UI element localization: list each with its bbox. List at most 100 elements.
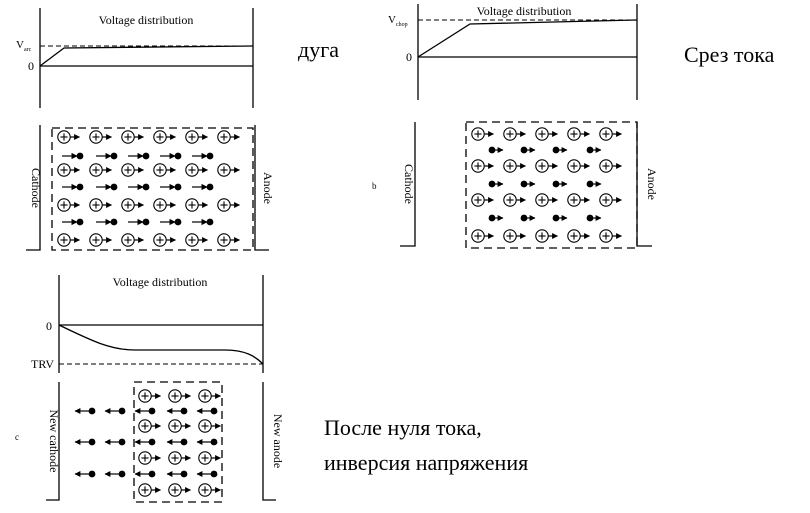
ion-icon <box>503 229 527 243</box>
electron-icon <box>196 438 218 446</box>
ion-icon <box>153 130 177 144</box>
electron-icon <box>488 214 504 222</box>
voltage-curve-trv <box>58 324 264 365</box>
ion-icon <box>567 229 591 243</box>
anode-label: Anode <box>261 172 275 204</box>
electron-icon <box>520 214 536 222</box>
electron-icon <box>104 438 126 446</box>
ion-icon <box>217 130 241 144</box>
electron-icon <box>74 407 96 415</box>
graph-title: Voltage distribution <box>113 275 208 289</box>
panel-arc: Voltage distribution Varc 0 Cathode Anod… <box>16 8 339 251</box>
ion-icon <box>89 233 113 247</box>
electron-icon <box>142 152 150 160</box>
ion-icon <box>567 127 591 141</box>
graph-title: Voltage distribution <box>477 4 572 18</box>
ion-icon <box>185 233 209 247</box>
ion-icon <box>198 451 222 465</box>
ion-icon <box>153 163 177 177</box>
v-arc-label: Varc <box>16 39 32 53</box>
electron-icon <box>488 146 504 154</box>
caption-chop: Срез тока <box>684 42 775 67</box>
ion-icon <box>89 130 113 144</box>
ion-icon <box>471 229 495 243</box>
ion-icon <box>185 163 209 177</box>
ion-icon <box>535 193 559 207</box>
ion-icon <box>471 193 495 207</box>
electron-icon <box>104 470 126 478</box>
electron-icon <box>206 183 214 191</box>
voltage-graph-arc: Voltage distribution Varc 0 <box>16 8 254 108</box>
ion-icon <box>57 130 81 144</box>
electron-icon <box>520 180 536 188</box>
electron-icon <box>134 438 156 446</box>
ion-icon <box>138 483 162 497</box>
electron-icon <box>586 146 602 154</box>
voltage-curve-arc <box>39 45 254 67</box>
trv-label: TRV <box>31 357 54 371</box>
caption-trv-line2: инверсия напряжения <box>324 450 528 475</box>
new-cathode-label: New cathode <box>47 410 61 473</box>
electron-icon <box>586 214 602 222</box>
ion-icon <box>217 233 241 247</box>
v-chop-label: Vchop <box>388 14 408 28</box>
ion-icon <box>198 389 222 403</box>
electron-icon <box>110 152 118 160</box>
anode-label: Anode <box>645 168 659 200</box>
ion-icon <box>471 159 495 173</box>
ion-icon <box>185 198 209 212</box>
ion-icon <box>503 159 527 173</box>
stray-mark: c <box>15 432 19 442</box>
ion-icon <box>599 159 623 173</box>
ion-icon <box>535 127 559 141</box>
ion-icon <box>168 419 192 433</box>
ion-icon <box>217 163 241 177</box>
ion-icon <box>503 127 527 141</box>
electron-icon <box>110 183 118 191</box>
ion-icon <box>599 229 623 243</box>
ion-icon <box>198 483 222 497</box>
electron-icon <box>74 438 96 446</box>
ion-icon <box>168 483 192 497</box>
ion-icon <box>153 233 177 247</box>
ion-icon <box>599 127 623 141</box>
ion-icon <box>89 163 113 177</box>
electron-icon <box>196 470 218 478</box>
ion-icon <box>567 193 591 207</box>
electron-icon <box>552 146 568 154</box>
electron-icon <box>552 180 568 188</box>
ion-icon <box>153 198 177 212</box>
electron-icon <box>520 146 536 154</box>
electron-icon <box>174 152 182 160</box>
ion-icon <box>121 163 145 177</box>
electron-icon <box>586 180 602 188</box>
ion-icon <box>168 389 192 403</box>
electron-icon <box>174 183 182 191</box>
zero-label: 0 <box>46 319 52 333</box>
electron-icon <box>76 218 84 226</box>
stray-mark: b <box>372 181 377 191</box>
electron-icon <box>166 438 188 446</box>
ion-icon <box>217 198 241 212</box>
voltage-graph-chop: Voltage distribution Vchop 0 <box>388 4 638 100</box>
zero-label: 0 <box>28 59 34 73</box>
graph-title: Voltage distribution <box>99 13 194 27</box>
ion-icon <box>89 198 113 212</box>
panel-chop: Voltage distribution Vchop 0 Cathode Ano… <box>372 4 775 249</box>
ion-icon <box>138 451 162 465</box>
cathode-label: Cathode <box>402 164 416 204</box>
voltage-graph-trv: Voltage distribution 0 TRV <box>31 275 264 373</box>
ion-icon <box>503 193 527 207</box>
particles-trv <box>74 389 222 497</box>
plasma-boundary <box>133 381 223 503</box>
electron-icon <box>166 407 188 415</box>
electron-icon <box>206 152 214 160</box>
electron-icon <box>166 470 188 478</box>
new-anode-label: New anode <box>271 414 285 468</box>
electron-icon <box>134 407 156 415</box>
electron-icon <box>74 470 96 478</box>
particles-arc <box>57 130 241 247</box>
plasma-boundary <box>465 121 638 249</box>
gap-region-chop: Cathode Anode b <box>372 121 659 249</box>
ion-icon <box>599 193 623 207</box>
